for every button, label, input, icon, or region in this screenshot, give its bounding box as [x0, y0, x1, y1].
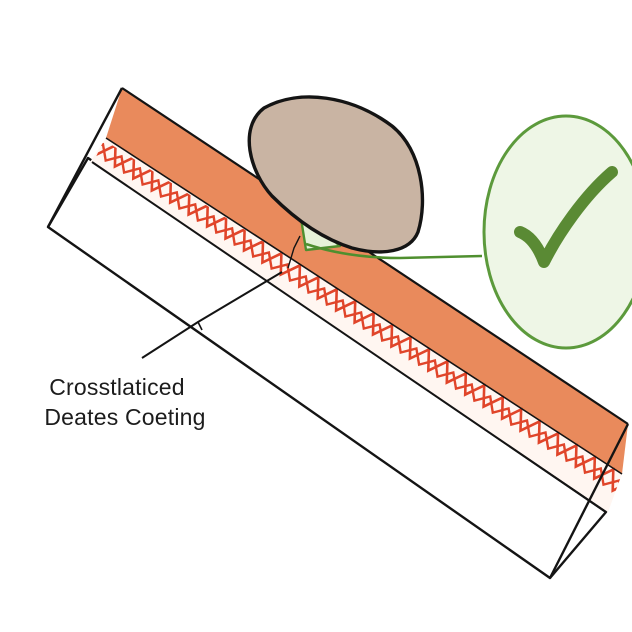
lattice-bottom-edge [91, 161, 607, 513]
crosslink-lattice [93, 140, 623, 497]
contact-crack [287, 235, 301, 269]
lattice-zigzag-upper [95, 140, 623, 493]
lattice-top-edge [105, 137, 623, 475]
caption-line-2: Deates Coeting [44, 404, 206, 430]
leader-line-tail [197, 321, 203, 331]
caption-line-1: Crosstlaticed [49, 374, 185, 400]
connector-line [305, 242, 483, 260]
checkmark-icon [482, 114, 632, 350]
check-stroke [514, 166, 618, 268]
slab-right-edge [548, 423, 630, 579]
coating-top-band [106, 88, 628, 474]
slab-left-edge [46, 87, 124, 228]
particle [247, 95, 425, 254]
lattice-zigzag-lower [93, 142, 623, 497]
